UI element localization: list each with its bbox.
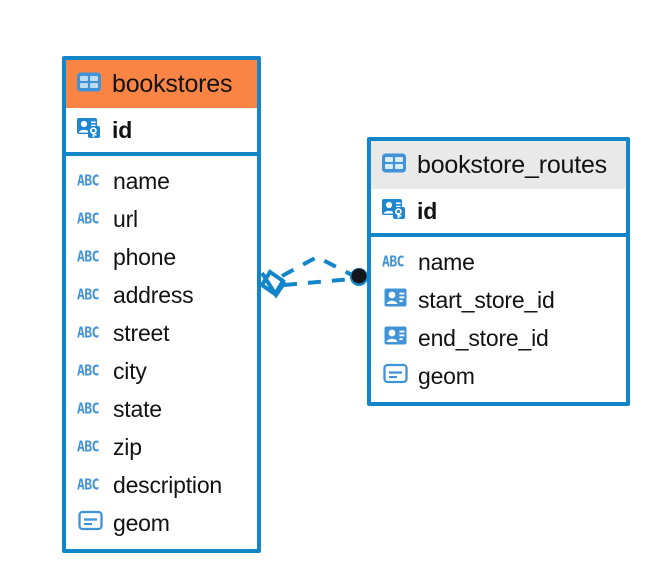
field-row[interactable]: ABC name <box>66 162 257 200</box>
table-icon <box>75 68 103 101</box>
relationship-line-lower <box>283 277 353 287</box>
field-label: phone <box>113 243 176 270</box>
abc-icon: ABC <box>77 476 99 494</box>
entity-bookstores-primary-key-row[interactable]: id <box>66 108 257 156</box>
field-label: city <box>113 357 147 384</box>
entity-bookstore-routes-field-list: ABC name start_store_id <box>371 237 626 402</box>
field-row[interactable]: ABC name <box>371 243 626 281</box>
abc-icon: ABC <box>77 324 99 342</box>
field-label: address <box>113 281 194 308</box>
abc-icon: ABC <box>77 248 99 266</box>
field-label: name <box>113 167 170 194</box>
entity-bookstore-routes[interactable]: bookstore_routes id <box>367 137 630 406</box>
entity-bookstores-primary-key-label: id <box>112 116 133 143</box>
field-label: description <box>113 471 223 498</box>
field-label: start_store_id <box>418 286 555 313</box>
field-label: state <box>113 395 162 422</box>
field-row[interactable]: ABC phone <box>66 238 257 276</box>
field-row[interactable]: ABC state <box>66 390 257 428</box>
field-label: zip <box>113 433 142 460</box>
field-row[interactable]: end_store_id <box>371 319 626 357</box>
field-label: url <box>113 205 138 232</box>
field-label: street <box>113 319 170 346</box>
table-icon <box>380 149 408 182</box>
field-row[interactable]: ABC city <box>66 352 257 390</box>
field-row[interactable]: ABC address <box>66 276 257 314</box>
foreign-key-icon <box>382 284 409 316</box>
relationship-line-upper <box>281 254 353 278</box>
entity-bookstores[interactable]: bookstores id <box>62 56 261 553</box>
entity-bookstore-routes-title: bookstore_routes <box>417 150 607 179</box>
foreign-key-icon <box>382 322 409 354</box>
field-label: geom <box>418 362 475 389</box>
primary-key-icon <box>75 114 103 147</box>
entity-bookstore-routes-header[interactable]: bookstore_routes <box>371 141 626 189</box>
primary-key-icon <box>380 195 408 228</box>
geometry-icon <box>382 360 409 392</box>
field-row[interactable]: start_store_id <box>371 281 626 319</box>
filled-circle-marker <box>350 268 368 286</box>
abc-icon: ABC <box>77 210 99 228</box>
field-label: name <box>418 248 475 275</box>
field-row[interactable]: ABC description <box>66 466 257 504</box>
abc-icon: ABC <box>77 438 99 456</box>
geometry-icon <box>77 507 104 539</box>
abc-icon: ABC <box>77 286 99 304</box>
entity-bookstore-routes-primary-key-label: id <box>417 197 438 224</box>
field-row[interactable]: ABC zip <box>66 428 257 466</box>
entity-bookstore-routes-primary-key-row[interactable]: id <box>371 189 626 237</box>
abc-icon: ABC <box>77 362 99 380</box>
field-row[interactable]: geom <box>371 357 626 395</box>
crows-foot-diamond-marker <box>259 269 287 299</box>
field-row[interactable]: ABC url <box>66 200 257 238</box>
abc-icon: ABC <box>77 172 99 190</box>
field-row[interactable]: ABC street <box>66 314 257 352</box>
abc-icon: ABC <box>77 400 99 418</box>
entity-bookstores-field-list: ABC name ABC url ABC phone ABC <box>66 156 257 549</box>
abc-icon: ABC <box>382 253 404 271</box>
field-label: end_store_id <box>418 324 549 351</box>
entity-bookstores-title: bookstores <box>112 69 233 98</box>
field-label: geom <box>113 509 170 536</box>
entity-bookstores-header[interactable]: bookstores <box>66 60 257 108</box>
field-row[interactable]: geom <box>66 504 257 542</box>
